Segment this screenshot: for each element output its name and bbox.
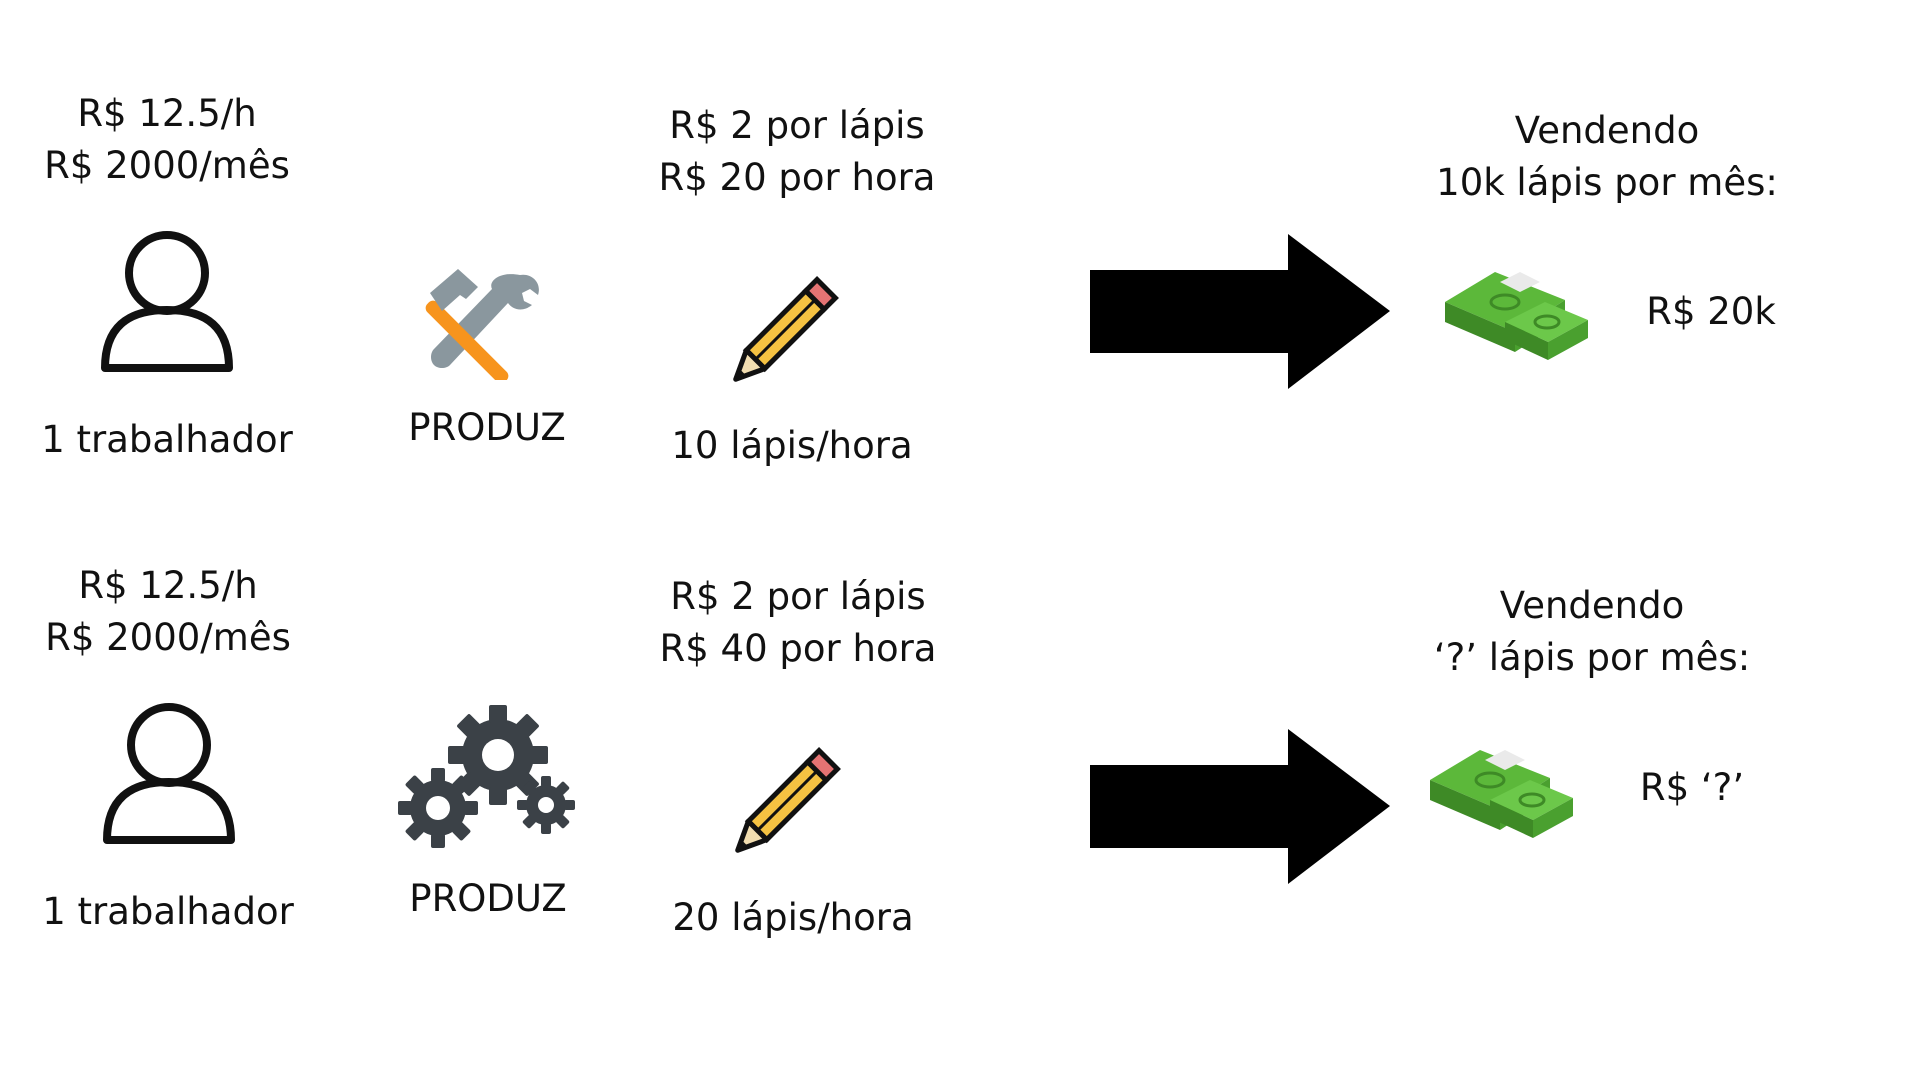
row1-price-block: R$ 2 por lápis R$ 20 por hora xyxy=(659,100,936,204)
row1-sales-line1: Vendendo xyxy=(1514,109,1700,152)
row2-price-block: R$ 2 por lápis R$ 40 por hora xyxy=(660,571,937,675)
row1-revenue-line: R$ 20 por hora xyxy=(658,156,936,199)
person-icon xyxy=(103,703,235,844)
row1-output-label: 10 lápis/hora xyxy=(671,424,913,467)
row2-wage-block: R$ 12.5/h R$ 2000/mês xyxy=(45,560,291,664)
row1-sales-line2: 10k lápis por mês: xyxy=(1436,161,1778,204)
row2-worker-label: 1 trabalhador xyxy=(42,890,294,933)
row1-price-line: R$ 2 por lápis xyxy=(669,104,925,147)
arrow-right-icon xyxy=(1090,234,1390,389)
row2-tool-label: PRODUZ xyxy=(409,877,567,920)
row1-wage-month: R$ 2000/mês xyxy=(44,144,290,187)
row2-wage-hour: R$ 12.5/h xyxy=(78,564,258,607)
person-icon xyxy=(101,231,233,372)
row2-output-label: 20 lápis/hora xyxy=(672,896,914,939)
row2-sales-block: Vendendo ‘?’ lápis por mês: xyxy=(1434,580,1750,684)
money-stack-icon xyxy=(1445,272,1588,360)
row1-wage-hour: R$ 12.5/h xyxy=(77,92,257,135)
row2-sales-line2: ‘?’ lápis por mês: xyxy=(1433,636,1751,679)
row1-wage-block: R$ 12.5/h R$ 2000/mês xyxy=(44,88,290,192)
row1-sales-block: Vendendo 10k lápis por mês: xyxy=(1436,105,1778,209)
row1-worker-label: 1 trabalhador xyxy=(41,418,293,461)
row2-price-line: R$ 2 por lápis xyxy=(670,575,926,618)
row2-revenue-line: R$ 40 por hora xyxy=(659,627,937,670)
pencil-icon xyxy=(733,276,839,382)
hammer-wrench-icon xyxy=(425,269,539,380)
row1-tool-label: PRODUZ xyxy=(408,406,566,449)
arrow-right-icon xyxy=(1090,729,1390,884)
row2-sales-line1: Vendendo xyxy=(1499,584,1685,627)
money-stack-icon xyxy=(1430,750,1573,838)
row2-wage-month: R$ 2000/mês xyxy=(45,616,291,659)
gears-icon xyxy=(398,705,575,848)
row1-total: R$ 20k xyxy=(1646,290,1776,333)
pencil-icon xyxy=(735,747,841,853)
row2-total: R$ ‘?’ xyxy=(1639,766,1745,809)
